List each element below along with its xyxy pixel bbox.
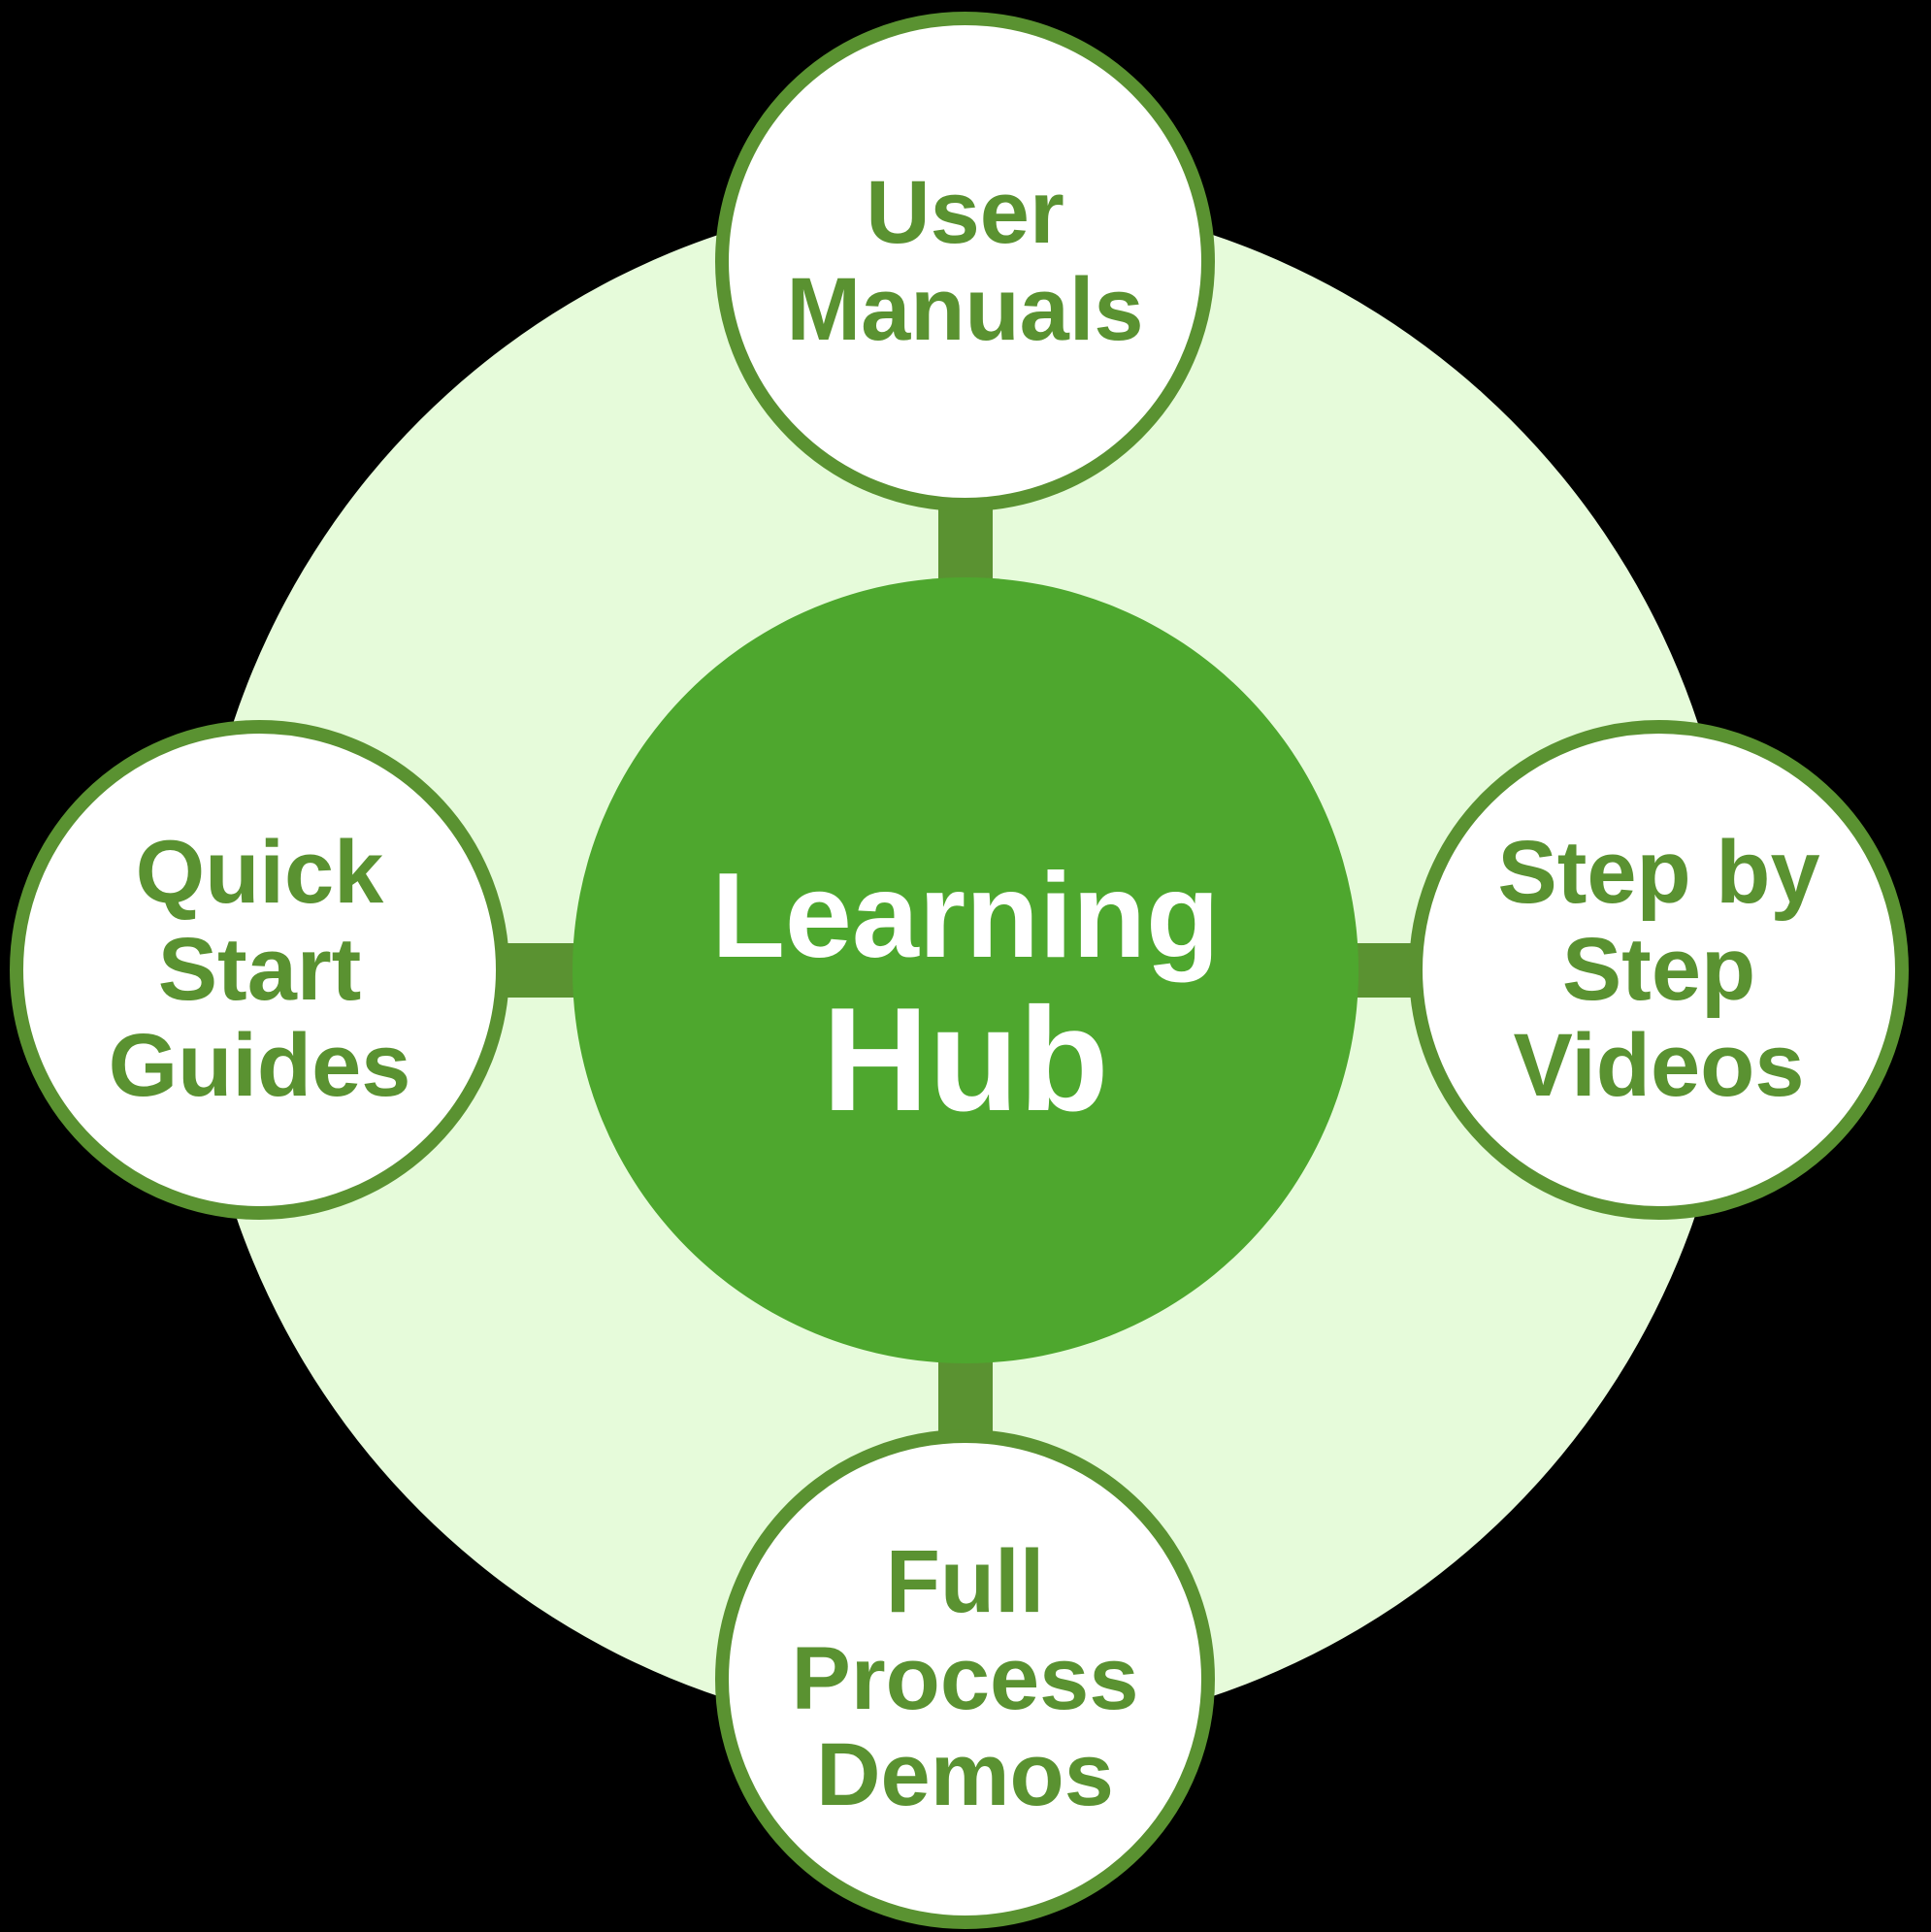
node-label-line: Videos [1513,1016,1805,1116]
node-label-line: Full [885,1532,1045,1632]
node-label-line: Step by [1497,823,1820,923]
satellite-node-full-process-demos: Full Process Demos [715,1429,1215,1929]
hub-title-line-2: Hub [822,977,1109,1142]
node-label-line: Guides [108,1016,411,1116]
hub-title-line-1: Learning [711,848,1220,983]
node-label-line: Quick [135,823,384,923]
satellite-node-user-manuals: User Manuals [715,12,1215,511]
satellite-node-step-by-step-videos: Step by Step Videos [1409,720,1909,1220]
node-label-line: User [866,163,1064,263]
node-label-line: Demos [816,1725,1114,1825]
node-label-line: Process [791,1628,1139,1728]
node-label-line: Step [1561,919,1756,1019]
hub-node: Learning Hub [573,577,1358,1363]
node-label-line: Manuals [786,259,1144,359]
satellite-node-quick-start-guides: Quick Start Guides [10,720,509,1220]
node-label-line: Start [157,919,362,1019]
